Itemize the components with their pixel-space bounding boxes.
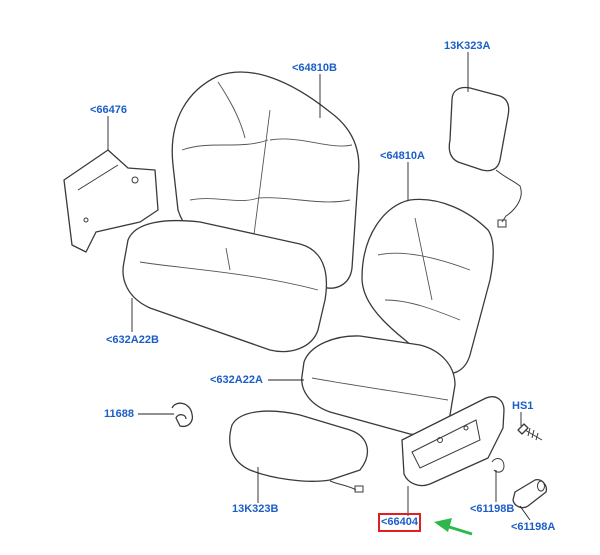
- label-11688[interactable]: 11688: [104, 408, 134, 420]
- green-arrow-icon: [434, 518, 473, 536]
- clip-11688[interactable]: [171, 402, 194, 428]
- front-seat-back[interactable]: [361, 198, 494, 375]
- label-64810a[interactable]: <64810A: [380, 150, 425, 162]
- leader-lines: [107, 52, 531, 521]
- handle-61198a[interactable]: [512, 479, 548, 509]
- side-bracket[interactable]: [63, 149, 159, 253]
- headrest[interactable]: [448, 86, 522, 228]
- label-13k323b[interactable]: 13K323B: [232, 503, 279, 515]
- seat-trim-pad[interactable]: [229, 410, 369, 493]
- label-66476[interactable]: <66476: [90, 104, 128, 116]
- label-hs1[interactable]: HS1: [512, 400, 534, 412]
- side-trim-panel[interactable]: [401, 396, 505, 487]
- screw-hs1[interactable]: [517, 423, 543, 441]
- label-61198b[interactable]: <61198B: [470, 503, 515, 515]
- label-61198a[interactable]: <61198A: [511, 521, 556, 533]
- rear-seat-cushion[interactable]: [122, 219, 328, 353]
- label-632a22a[interactable]: <632A22A: [210, 374, 263, 386]
- label-632a22b[interactable]: <632A22B: [106, 334, 159, 346]
- label-64810b[interactable]: <64810B: [292, 62, 337, 74]
- label-13k323a[interactable]: 13K323A: [444, 40, 491, 52]
- front-seat-cushion[interactable]: [301, 335, 456, 436]
- clip-61198b[interactable]: [491, 458, 505, 473]
- label-66404[interactable]: <66404: [377, 513, 422, 532]
